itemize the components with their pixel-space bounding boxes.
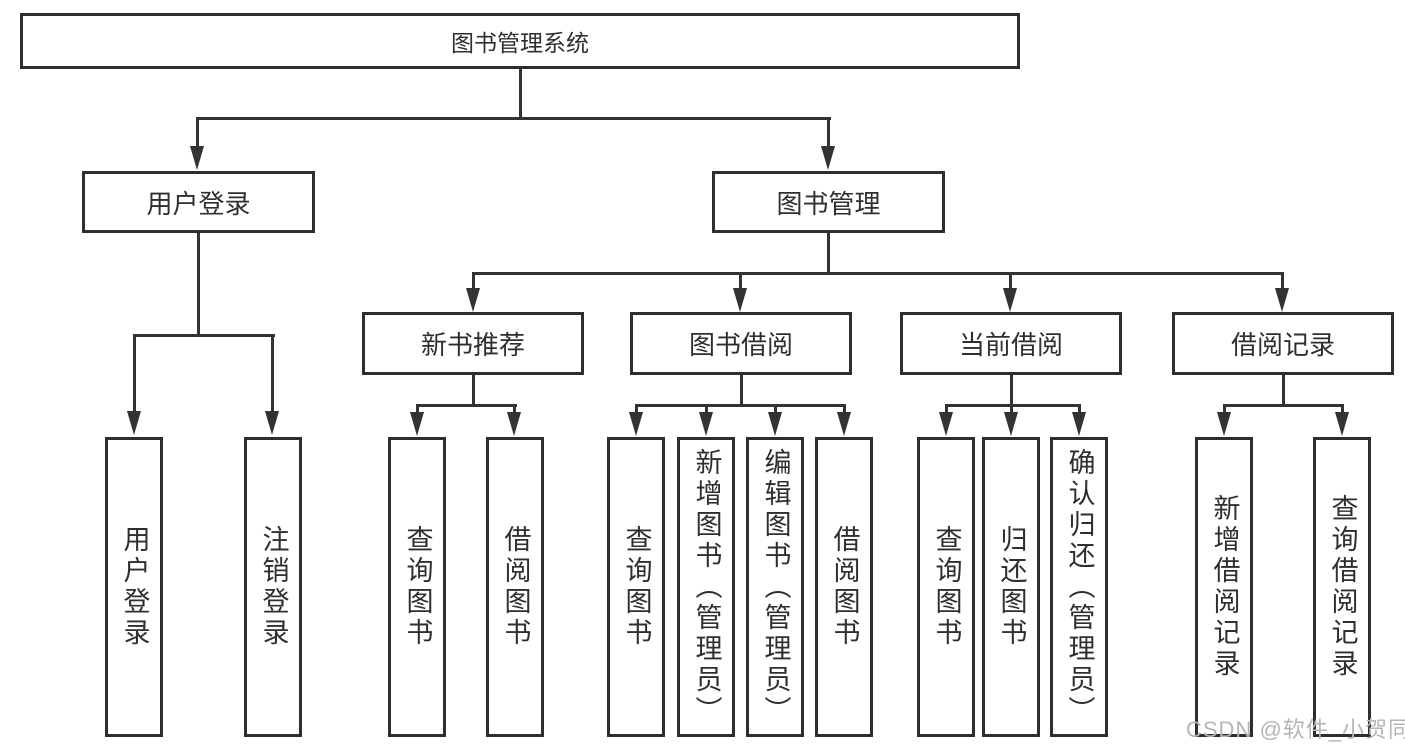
connector-drop-leaf-logout [271, 334, 274, 412]
connector-recommend-trunk [472, 375, 475, 406]
connector-recommend-branch [416, 404, 517, 407]
connector-drop [1078, 404, 1081, 414]
connector-borrowing-branch [635, 404, 846, 407]
connector-drop [416, 404, 419, 414]
connector-current-branch [945, 404, 1081, 407]
arrowhead-leaf [507, 412, 521, 436]
connector-current-trunk [1010, 375, 1013, 406]
arrowhead-recommend [466, 288, 480, 312]
connector-drop [635, 404, 638, 414]
arrowhead-user-login [190, 146, 204, 170]
leaf-borrow-books: 借阅图书 [486, 437, 544, 737]
node-book-management: 图书管理 [712, 171, 945, 233]
leaf-query-borrow-record: 查询借阅记录 [1313, 437, 1371, 737]
connector-drop [1010, 404, 1013, 414]
connector-mgmt-branch [472, 272, 1284, 275]
connector-drop [1223, 404, 1226, 414]
leaf-add-book-admin: 新增图书（管理员） [677, 437, 735, 737]
leaf-query-books: 查询图书 [607, 437, 665, 737]
arrowhead-leaf [1335, 412, 1349, 436]
connector-root-trunk [519, 69, 522, 118]
leaf-borrow-books: 借阅图书 [815, 437, 873, 737]
leaf-edit-book-admin: 编辑图书（管理员） [746, 437, 804, 737]
connector-drop [705, 404, 708, 414]
connector-login-trunk [197, 233, 200, 337]
leaf-user-login: 用户登录 [105, 437, 163, 737]
node-user-login: 用户登录 [82, 171, 315, 233]
arrowhead-leaf [1217, 412, 1231, 436]
arrowhead-leaf [837, 412, 851, 436]
connector-drop [945, 404, 948, 414]
connector-mgmt-trunk [827, 233, 830, 274]
connector-login-branch [133, 334, 275, 337]
arrowhead-records [1275, 288, 1289, 312]
node-book-borrowing: 图书借阅 [630, 312, 852, 375]
arrowhead-leaf [699, 412, 713, 436]
connector-borrowing-trunk [740, 375, 743, 406]
node-borrowing-records: 借阅记录 [1172, 312, 1394, 375]
arrowhead-book-mgmt [821, 146, 835, 170]
connector-drop [513, 404, 516, 414]
leaf-query-books: 查询图书 [917, 437, 975, 737]
leaf-logout: 注销登录 [244, 437, 302, 737]
node-root-system: 图书管理系统 [20, 13, 1020, 69]
arrowhead-current [1003, 288, 1017, 312]
leaf-confirm-return-admin: 确认归还（管理员） [1050, 437, 1108, 737]
arrowhead-leaf [768, 412, 782, 436]
connector-drop-user-login [196, 117, 199, 148]
arrowhead-borrowing [733, 288, 747, 312]
leaf-query-books: 查询图书 [388, 437, 446, 737]
node-new-book-recommend: 新书推荐 [362, 312, 584, 375]
connector-drop-book-mgmt [827, 117, 830, 148]
connector-drop-current [1009, 272, 1012, 289]
leaf-return-books: 归还图书 [982, 437, 1040, 737]
arrowhead-leaf-login [127, 411, 141, 435]
arrowhead-leaf [1072, 412, 1086, 436]
connector-drop [774, 404, 777, 414]
connector-drop [1341, 404, 1344, 414]
connector-drop-recommend [472, 272, 475, 289]
connector-drop-borrowing [739, 272, 742, 289]
connector-drop-records [1281, 272, 1284, 289]
leaf-add-borrow-record: 新增借阅记录 [1195, 437, 1253, 737]
connector-drop-leaf-login [133, 334, 136, 412]
arrowhead-leaf-logout [265, 411, 279, 435]
connector-root-branch [197, 117, 831, 120]
csdn-watermark: CSDN @软件_小贺同学 [1186, 717, 1405, 742]
node-current-borrowing: 当前借阅 [900, 312, 1122, 375]
connector-drop [843, 404, 846, 414]
arrowhead-leaf [1004, 412, 1018, 436]
arrowhead-leaf [939, 412, 953, 436]
connector-records-trunk [1282, 375, 1285, 406]
arrowhead-leaf [629, 412, 643, 436]
arrowhead-leaf [410, 412, 424, 436]
connector-records-branch [1223, 404, 1344, 407]
